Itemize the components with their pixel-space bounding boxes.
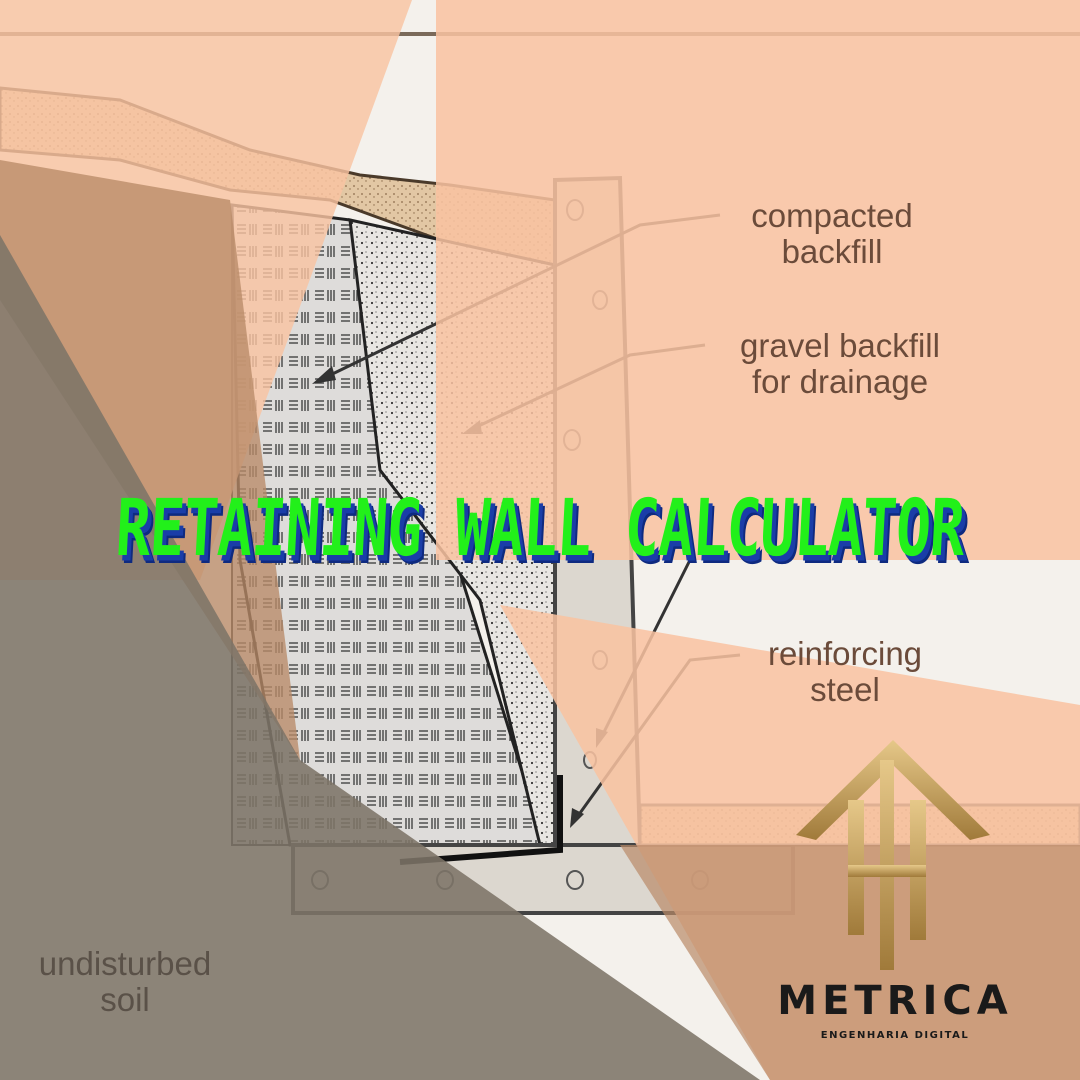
label-gravel-line-2: for drainage [751, 363, 929, 400]
overlay-salmon-right [436, 0, 1080, 560]
brand-name: METRICA [777, 978, 1013, 1024]
page-title: RETAINING WALL CALCULATOR [113, 482, 967, 574]
label-reinforcing-line-2: steel [810, 671, 880, 708]
label-compacted-line-2: backfill [781, 233, 883, 270]
label-reinforcing-line-1: reinforcing [767, 635, 923, 672]
brand-tagline: ENGENHARIA DIGITAL [820, 1030, 970, 1041]
label-reinforcing-steel: reinforcing steel [745, 636, 945, 708]
label-compacted-line-1: compacted [751, 197, 913, 234]
reinforcing-steel-bar [399, 775, 563, 865]
overlay-gray-left [0, 235, 760, 1080]
label-undisturbed-line-1: undisturbed [38, 945, 212, 982]
label-compacted-backfill: compacted backfill [732, 198, 932, 270]
overlay-brown-left [0, 160, 300, 760]
metrica-logo-icon [796, 740, 990, 970]
label-undisturbed-line-2: soil [100, 981, 150, 1018]
overlay-brown-bottom [620, 845, 1080, 1080]
label-gravel-backfill: gravel backfill for drainage [715, 328, 965, 400]
label-undisturbed-soil: undisturbed soil [15, 946, 235, 1018]
label-gravel-line-1: gravel backfill [740, 327, 940, 364]
